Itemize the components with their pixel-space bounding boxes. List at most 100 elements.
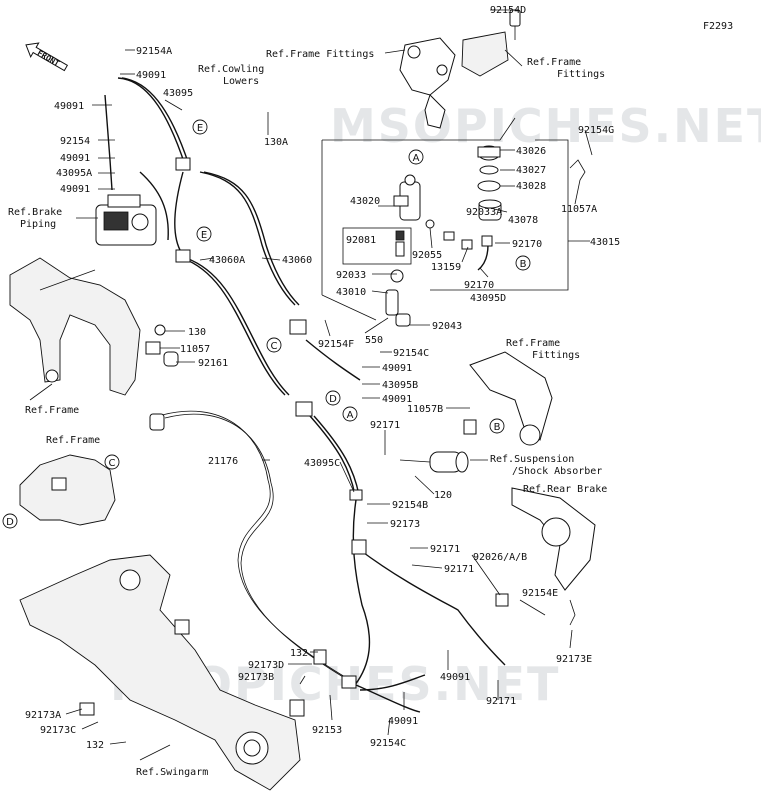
label-11057A: 11057A xyxy=(561,204,597,215)
callout-B-top: B xyxy=(515,255,531,271)
label-92033: 92033 xyxy=(336,270,366,281)
label-49091-e: 49091 xyxy=(382,363,412,374)
callout-D-inset: D xyxy=(2,513,18,529)
svg-text:B: B xyxy=(520,259,527,270)
label-130: 130 xyxy=(188,327,206,338)
label-43060: 43060 xyxy=(282,255,312,266)
label-92173: 92173 xyxy=(390,519,420,530)
svg-text:E: E xyxy=(201,230,207,241)
callout-A-mid: A xyxy=(342,406,358,422)
label-92033A: 92033A xyxy=(466,207,502,218)
label-ref-frame-left: Ref.Frame xyxy=(25,405,79,416)
label-92154E: 92154E xyxy=(522,588,558,599)
label-43095B: 43095B xyxy=(382,380,418,391)
front-label: FRONT xyxy=(36,48,62,68)
label-92055: 92055 xyxy=(412,250,442,261)
label-132-b: 132 xyxy=(86,740,104,751)
hose-clamp-icon xyxy=(289,319,307,335)
label-92161: 92161 xyxy=(198,358,228,369)
label-ref-susp-2: /Shock Absorber xyxy=(512,466,602,477)
label-49091-g: 49091 xyxy=(440,672,470,683)
svg-text:D: D xyxy=(329,394,337,405)
label-ref-frame-mid-1: Ref.Frame xyxy=(506,338,560,349)
frame-left xyxy=(9,257,179,396)
abs-sensor-icon xyxy=(149,413,165,431)
label-ref-frame-inset: Ref.Frame xyxy=(46,435,100,446)
callout-E-top: E xyxy=(192,119,208,135)
label-92173B: 92173B xyxy=(238,672,274,683)
part-labels: 92154D Ref.Frame Fittings Ref.Frame Fitt… xyxy=(8,5,620,778)
front-hoses xyxy=(104,77,361,496)
label-92154C-a: 92154C xyxy=(393,348,429,359)
label-43020: 43020 xyxy=(350,196,380,207)
callout-D-mid: D xyxy=(325,390,341,406)
label-92173C: 92173C xyxy=(40,725,76,736)
label-ref-cowling-2: Lowers xyxy=(223,76,259,87)
label-92154: 92154 xyxy=(60,136,90,147)
label-92153: 92153 xyxy=(312,725,342,736)
label-92154G: 92154G xyxy=(578,125,614,136)
svg-text:D: D xyxy=(6,517,14,528)
label-92154D: 92154D xyxy=(490,5,526,16)
label-43026: 43026 xyxy=(516,146,546,157)
label-ref-frame-mid-2: Fittings xyxy=(532,350,580,361)
label-92170-a: 92170 xyxy=(512,239,542,250)
label-92154B: 92154B xyxy=(392,500,428,511)
label-43028: 43028 xyxy=(516,181,546,192)
label-92026: 92026/A/B xyxy=(473,552,527,563)
svg-text:C: C xyxy=(109,458,116,469)
label-ref-frame-fittings-top: Ref.Frame Fittings xyxy=(266,49,374,60)
label-92171-a: 92171 xyxy=(370,420,400,431)
front-arrow-icon: FRONT xyxy=(25,42,69,72)
label-120: 120 xyxy=(434,490,452,501)
label-132-a: 132 xyxy=(290,648,308,659)
label-92154C-b: 92154C xyxy=(370,738,406,749)
callout-A-top: A xyxy=(408,149,424,165)
label-11057B: 11057B xyxy=(407,404,443,415)
master-cylinder-group xyxy=(321,117,586,327)
label-ref-swingarm: Ref.Swingarm xyxy=(136,767,208,778)
watermark-top: MSOPICHES.NET xyxy=(330,99,761,153)
callout-E-mid: E xyxy=(196,226,212,242)
label-49091-b: 49091 xyxy=(54,101,84,112)
label-ref-rear-brake: Ref.Rear Brake xyxy=(523,484,607,495)
svg-text:C: C xyxy=(271,341,278,352)
label-43060A: 43060A xyxy=(209,255,245,266)
label-92154F: 92154F xyxy=(318,339,354,350)
swingarm xyxy=(19,554,327,791)
label-550: 550 xyxy=(365,335,383,346)
label-92173A: 92173A xyxy=(25,710,61,721)
label-43095A: 43095A xyxy=(56,168,92,179)
label-43010: 43010 xyxy=(336,287,366,298)
label-92170-b: 92170 xyxy=(464,280,494,291)
label-11057: 11057 xyxy=(180,344,210,355)
label-92043: 92043 xyxy=(432,321,462,332)
callout-C-inset: C xyxy=(104,454,120,470)
label-92173D: 92173D xyxy=(248,660,284,671)
callout-B-mid: B xyxy=(489,418,505,434)
label-21176: 21176 xyxy=(208,456,238,467)
label-49091-f: 49091 xyxy=(382,394,412,405)
label-92154A: 92154A xyxy=(136,46,172,57)
label-43015: 43015 xyxy=(590,237,620,248)
label-49091-c: 49091 xyxy=(60,153,90,164)
label-130A: 130A xyxy=(264,137,288,148)
svg-text:B: B xyxy=(494,422,501,433)
label-49091-d: 49091 xyxy=(60,184,90,195)
leader-lines xyxy=(29,9,593,761)
label-43078: 43078 xyxy=(508,215,538,226)
rear-hoses xyxy=(149,410,506,713)
piston-icon xyxy=(385,289,399,316)
label-43095C: 43095C xyxy=(304,458,340,469)
figure-code: F2293 xyxy=(703,21,733,32)
svg-text:A: A xyxy=(347,410,354,421)
abs-unit xyxy=(95,194,157,246)
label-92171-c: 92171 xyxy=(444,564,474,575)
label-43095: 43095 xyxy=(163,88,193,99)
label-ref-brake-2: Piping xyxy=(20,219,56,230)
label-ref-cowling-1: Ref.Cowling xyxy=(198,64,264,75)
label-49091-a: 49091 xyxy=(136,70,166,81)
callout-C-mid: C xyxy=(266,337,282,353)
label-43027: 43027 xyxy=(516,165,546,176)
